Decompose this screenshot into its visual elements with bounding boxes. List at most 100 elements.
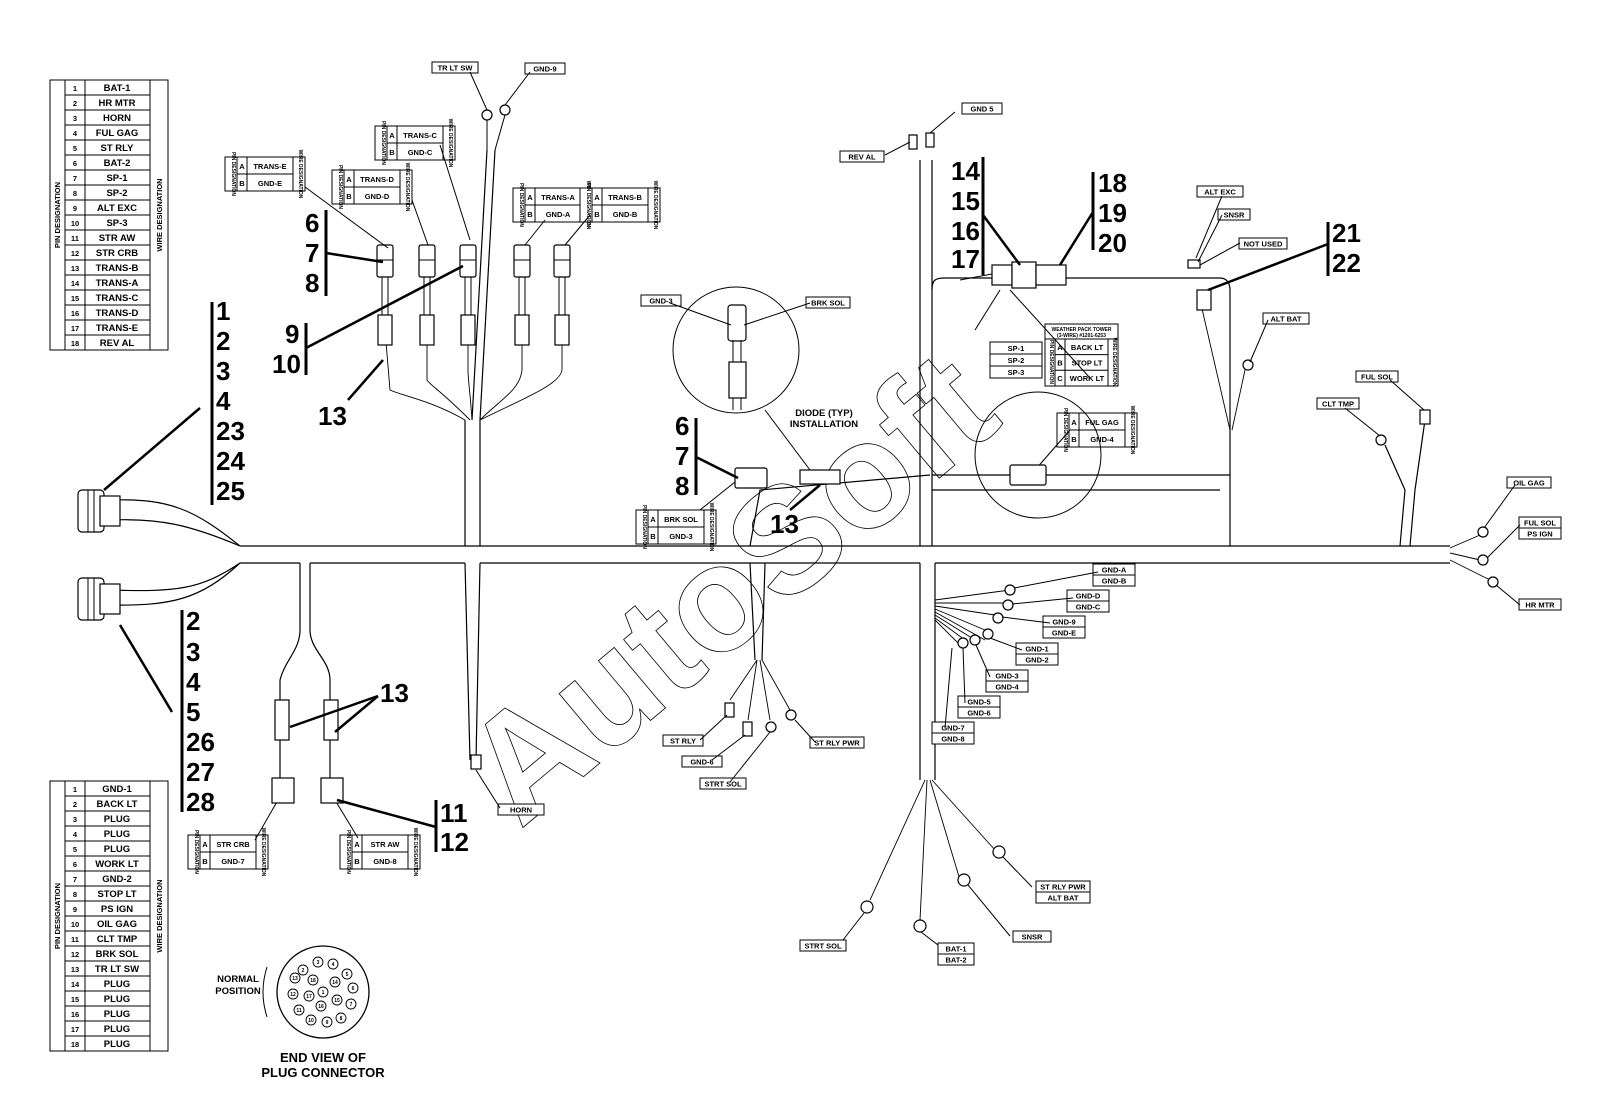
wire-name: PLUG	[104, 1024, 130, 1035]
wp-pin: C	[1057, 374, 1063, 383]
tag-gnd_6: GND-6	[690, 758, 713, 767]
pin-number: 1	[73, 785, 77, 794]
pin-number: 7	[73, 174, 77, 183]
tag-st_rly_pwr2: ST RLY PWR	[1040, 883, 1086, 892]
callout-3: 3	[186, 637, 200, 667]
wire-a: TRANS-C	[403, 131, 437, 140]
tag-bat_2: BAT-2	[945, 956, 966, 965]
plug-pin: 7	[350, 1002, 353, 1008]
pin-number: 10	[71, 219, 79, 228]
wire-name: TR LT SW	[95, 964, 139, 975]
wire-a: FUL GAG	[1085, 418, 1119, 427]
wire-a: TRANS-A	[541, 193, 575, 202]
pin-number: 2	[73, 800, 77, 809]
tag-gnd_2: GND-2	[1025, 656, 1048, 665]
pin-desig-label: PIN DESIGNATION	[337, 165, 343, 209]
pin-number: 12	[71, 249, 79, 258]
watermark: AutoSoft	[433, 319, 1026, 855]
pin-number: 6	[73, 159, 77, 168]
tag-strt_sol2: STRT SOL	[804, 942, 842, 951]
weather-pack-tower	[959, 261, 1091, 379]
pin-number: 16	[71, 309, 79, 318]
plug-pin: 4	[332, 962, 335, 968]
callout-13: 13	[770, 509, 799, 539]
box-leaders	[254, 144, 1071, 841]
tag-gnd_5: GND 5	[971, 105, 994, 114]
wire-a: BRK SOL	[664, 515, 698, 524]
wire-desig-label: WIRE DESIGNATION	[260, 828, 266, 877]
wp-wire: STOP LT	[1072, 359, 1103, 368]
wire-designation-header: WIRE DESIGNATION	[155, 178, 164, 251]
end-view-title: END VIEW OF	[280, 1050, 366, 1065]
tag-hr_mtr: HR MTR	[1525, 601, 1555, 610]
callout-3: 3	[216, 356, 230, 386]
wire-name: TRANS-C	[96, 293, 139, 304]
wire-name: GND-2	[102, 874, 132, 885]
sp-label: SP-1	[1008, 344, 1025, 353]
tag-clt_tmp: CLT TMP	[1322, 400, 1354, 409]
pin-b: B	[354, 857, 360, 866]
pin-number: 13	[71, 965, 79, 974]
tag-alt_bat2: ALT BAT	[1048, 894, 1079, 903]
pin-number: 4	[73, 830, 78, 839]
tag-alt_exc: ALT EXC	[1204, 188, 1236, 197]
wire-b: GND-B	[613, 210, 638, 219]
plug-pin: 9	[326, 1020, 329, 1026]
wire-desig-label: WIRE DESIGNATION	[412, 828, 418, 877]
callout-8: 8	[305, 268, 319, 298]
wire-b: GND-A	[546, 210, 571, 219]
wire-b: GND-D	[365, 192, 390, 201]
tag-snsr: SNSR	[1224, 211, 1245, 220]
wire-name: GND-1	[102, 784, 132, 795]
pin-b: B	[202, 857, 208, 866]
tag-alt_bat: ALT BAT	[1271, 315, 1302, 324]
pin-b: B	[650, 532, 656, 541]
callout-20: 20	[1098, 228, 1127, 258]
callout-2: 2	[216, 326, 230, 356]
pin-number: 12	[71, 950, 79, 959]
wire-name: TRANS-E	[96, 323, 138, 334]
plug-pin: 14	[332, 980, 338, 986]
pin-designation-header: PIN DESIGNATION	[53, 182, 62, 248]
main-connector-upper	[77, 489, 121, 533]
wp-pin: B	[1057, 359, 1063, 368]
str-connectors	[271, 699, 344, 804]
tag-gnd_1: GND-1	[1025, 645, 1048, 654]
wire-name: PLUG	[104, 829, 130, 840]
diode-label: DIODE (TYP)	[795, 408, 853, 419]
wire-name: BACK LT	[97, 799, 138, 810]
plug-pin: 15	[334, 998, 340, 1004]
callout-24: 24	[216, 446, 245, 476]
pin-number: 18	[71, 339, 79, 348]
wire-a: TRANS-D	[360, 175, 394, 184]
callout-6: 6	[305, 208, 319, 238]
tag-gnd_8: GND-8	[941, 735, 964, 744]
callout-1: 1	[216, 296, 230, 326]
plug-pin: 18	[310, 978, 316, 984]
pin-number: 5	[73, 845, 77, 854]
callout-14: 14	[951, 156, 980, 186]
wire-designation-header: WIRE DESIGNATION	[155, 879, 164, 952]
wire-name: OIL GAG	[97, 919, 137, 930]
tag-gnd_7: GND-7	[941, 724, 964, 733]
normal-position-label: NORMAL	[217, 974, 259, 985]
wire-name: PLUG	[104, 994, 130, 1005]
wire-desig-label: WIRE DESIGNATION	[652, 181, 658, 230]
pin-b: B	[346, 192, 352, 201]
tag-gnd_9: GND-9	[533, 65, 556, 74]
callout-27: 27	[186, 757, 215, 787]
wire-name: PLUG	[104, 844, 130, 855]
tag-oil_gag: OIL GAG	[1513, 479, 1545, 488]
tag-st_rly_pwr: ST RLY PWR	[814, 739, 860, 748]
callout-4: 4	[216, 386, 231, 416]
wire-name: STR CRB	[96, 248, 138, 259]
wire-a: STR CRB	[216, 840, 250, 849]
diode-label-2: INSTALLATION	[790, 419, 858, 430]
tag-horn: HORN	[510, 806, 532, 815]
tag-gnd_3b: GND-3	[995, 672, 1018, 681]
